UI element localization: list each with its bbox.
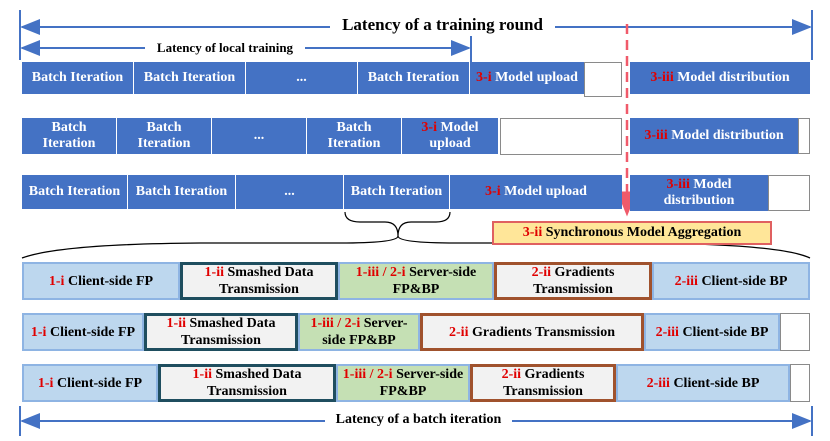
row1-ellipsis: ... (246, 62, 358, 94)
row2-idle (500, 118, 622, 155)
row3-idle-end (768, 175, 810, 211)
rowB-client-fp: 1-i Client-side FP (22, 313, 144, 351)
row3-batch-last: Batch Iteration (344, 175, 450, 209)
rowA-client-fp: 1-i Client-side FP (22, 262, 180, 300)
row1-idle (584, 62, 622, 97)
row1-batch-2: Batch Iteration (134, 62, 246, 94)
rowC-client-bp: 2-iii Client-side BP (616, 364, 790, 402)
rowB-gradients-transmission: 2-ii Gradients Transmission (420, 313, 644, 351)
rowC-client-fp: 1-i Client-side FP (22, 364, 158, 402)
local-latency-label: Latency of local training (156, 40, 294, 55)
rowB-server-fpbp: 1-iii / 2-i Server-side FP&BP (298, 313, 420, 351)
row1-batch-1: Batch Iteration (22, 62, 134, 94)
expand-brace (344, 211, 451, 237)
rowB-idle-end (780, 313, 810, 351)
aggregation-box: 3-ii Synchronous Model Aggregation (492, 221, 772, 245)
round-latency-label: Latency of a training round (342, 15, 543, 34)
row1-batch-last: Batch Iteration (358, 62, 470, 94)
row1-model-upload: 3-i Model upload (470, 62, 584, 94)
row3-batch-2: Batch Iteration (128, 175, 236, 209)
row2-idle-end (798, 118, 810, 154)
row1-model-distribution: 3-iii Model distribution (630, 62, 810, 94)
row3-batch-1: Batch Iteration (22, 175, 128, 209)
rowA-client-bp: 2-iii Client-side BP (652, 262, 810, 300)
row3-model-upload: 3-i Model upload (450, 175, 622, 209)
rowB-client-bp: 2-iii Client-side BP (644, 313, 780, 351)
rowC-idle-end (790, 364, 810, 402)
batch-latency-label: Latency of a batch iteration (335, 412, 502, 427)
row2-model-distribution: 3-iii Model distribution (630, 118, 798, 154)
row3-ellipsis: ... (236, 175, 344, 209)
row2-ellipsis: ... (212, 118, 307, 154)
